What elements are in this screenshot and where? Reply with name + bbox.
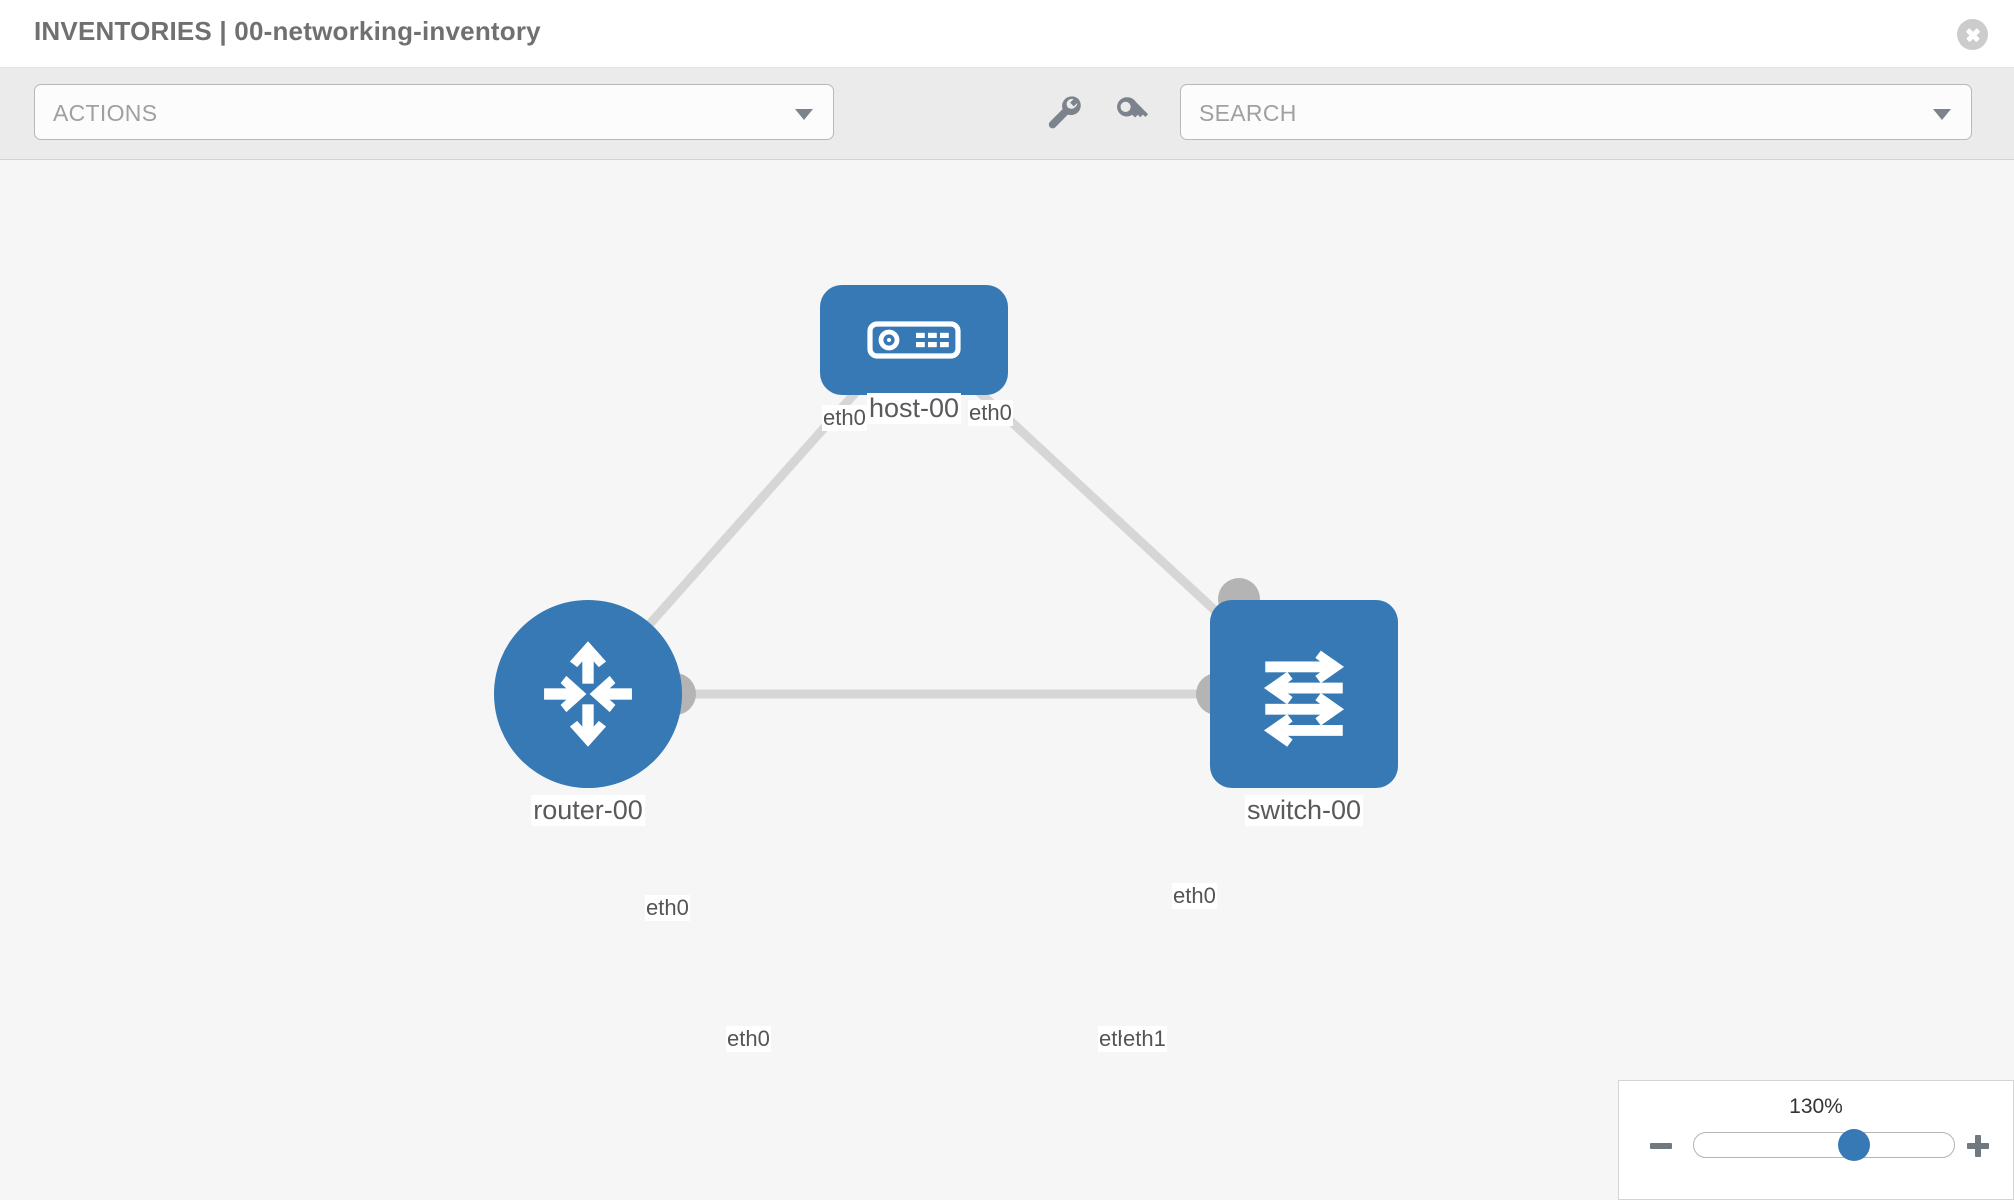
toolbar: ACTIONS SEARCH [0,68,2014,160]
key-icon[interactable] [1110,92,1152,134]
actions-dropdown[interactable]: ACTIONS [34,84,834,140]
search-placeholder: SEARCH [1199,100,1297,126]
edge-label-router-eth0-up: eth0 [645,895,690,921]
zoom-slider-thumb[interactable] [1838,1129,1870,1161]
switch-arrows-icon [1210,600,1398,788]
edge-label-host-eth0-left: eth0 [822,405,867,431]
zoom-level-value: 130% [1789,1095,1843,1118]
chevron-down-icon[interactable] [1933,109,1951,120]
close-icon[interactable] [1957,19,1988,50]
edge-label-switch-eth0-up: eth0 [1172,883,1217,909]
search-input[interactable]: SEARCH [1180,84,1972,140]
page-header: INVENTORIES | 00-networking-inventory [0,0,2014,68]
router-arrows-icon [494,600,682,788]
page-title: INVENTORIES | 00-networking-inventory [34,16,541,46]
topology-node-router[interactable]: router-00 [494,600,696,826]
wrench-icon[interactable] [1043,92,1085,134]
zoom-control-panel: 130% [1618,1080,2014,1200]
node-label-router: router-00 [531,795,645,826]
actions-dropdown-label: ACTIONS [53,100,158,126]
edge-label-router-eth0-right: eth0 [726,1026,771,1052]
node-label-switch: switch-00 [1244,795,1364,826]
edge-label-host-eth0-right: eth0 [968,400,1013,426]
edge-label-switch-eth1: eth1 [1122,1026,1167,1052]
topology-node-host[interactable]: host-00 [820,285,1008,424]
chevron-down-icon [795,109,813,120]
topology-canvas[interactable]: host-00 eth0 eth0 [0,160,2014,1200]
node-label-host: host-00 [866,393,962,424]
topology-node-switch[interactable]: switch-00 [1196,578,1398,826]
server-appliance-icon [820,285,1008,395]
minus-icon[interactable] [1646,1131,1676,1161]
zoom-slider-track[interactable] [1693,1129,1955,1161]
plus-icon[interactable] [1963,1131,1993,1161]
